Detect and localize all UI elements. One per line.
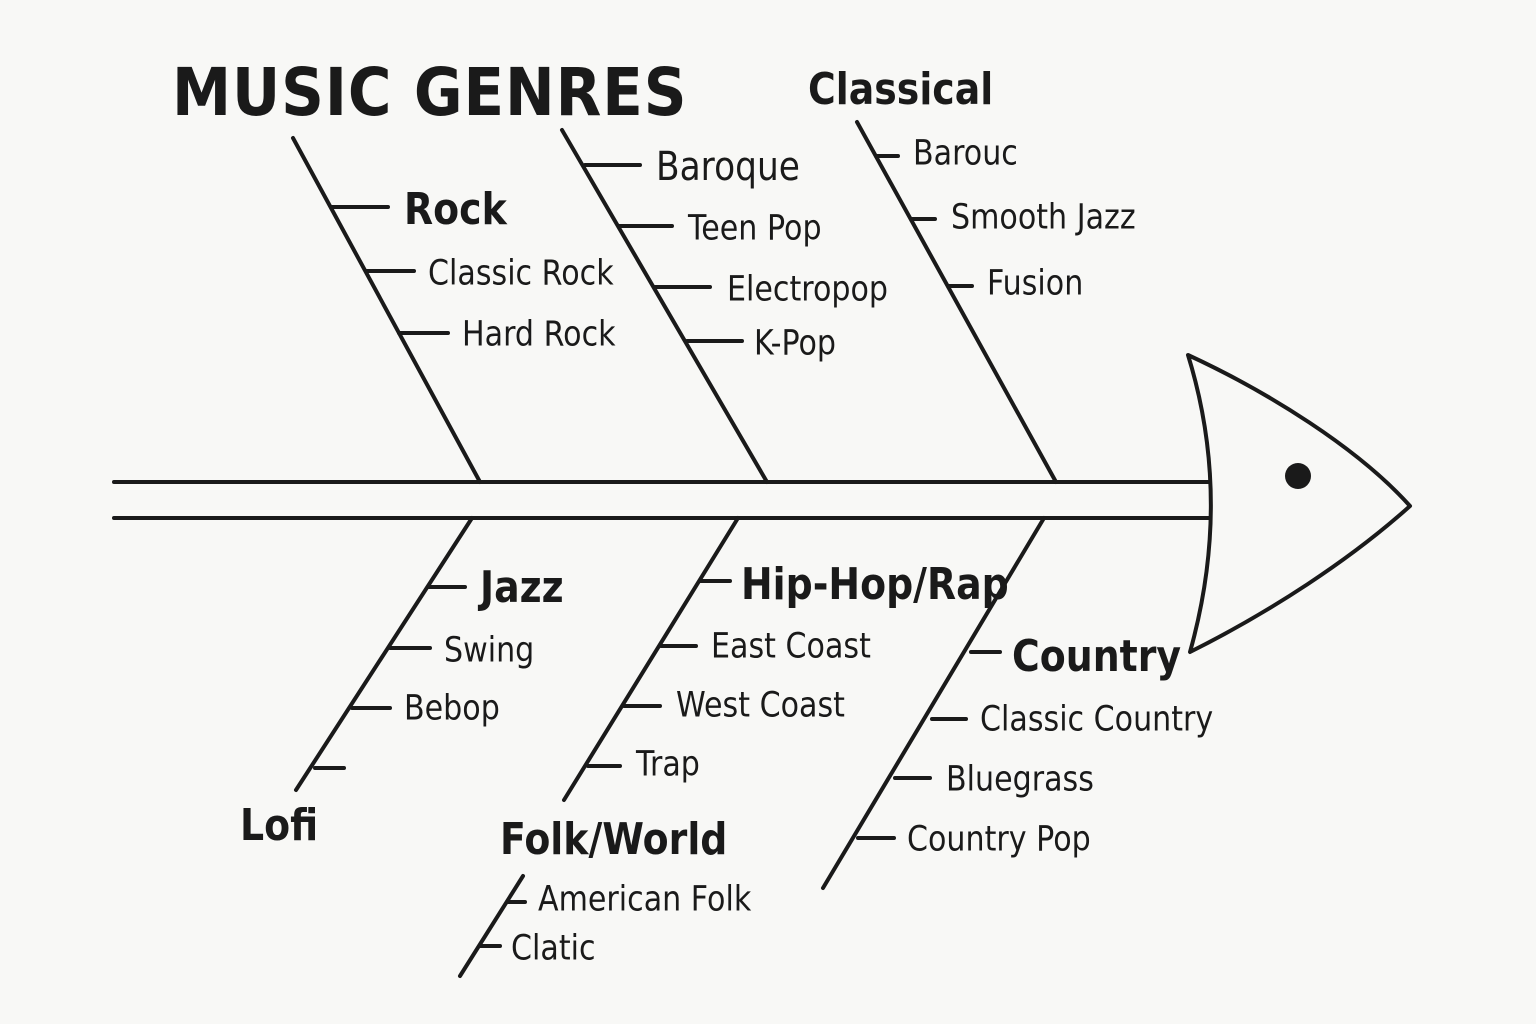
item-teen-pop: Teen Pop [688, 208, 822, 249]
category-label-classical: Classical [808, 64, 994, 115]
item-bebop: Bebop [404, 688, 500, 729]
item-bluegrass: Bluegrass [946, 759, 1094, 800]
fish-head [1186, 353, 1412, 654]
category-label-hiphop: Hip-Hop/Rap [741, 559, 1009, 610]
bone-classical [855, 120, 1058, 484]
category-label-rock: Rock [404, 184, 507, 235]
category-label-lofi: Lofi [240, 800, 319, 851]
item-smooth-jazz: Smooth Jazz [951, 197, 1136, 238]
item-classic-rock: Classic Rock [428, 253, 614, 294]
item-american-folk: American Folk [538, 879, 752, 920]
bone-pop [560, 128, 769, 484]
item-clatic: Clatic [511, 928, 596, 969]
bone-country [821, 516, 1046, 890]
diagram-title: MUSIC GENRES [172, 54, 688, 131]
bone-hiphop [562, 516, 740, 802]
fish-eye [1285, 463, 1311, 489]
item-hard-rock: Hard Rock [462, 314, 616, 355]
item-west-coast: West Coast [676, 685, 845, 726]
bone-jazz [294, 516, 474, 792]
item-fusion: Fusion [987, 263, 1084, 304]
bone-rock [291, 136, 482, 484]
item-trap: Trap [636, 744, 700, 785]
category-label-country: Country [1012, 631, 1182, 682]
item-swing: Swing [444, 630, 535, 671]
item-east-coast: East Coast [711, 626, 871, 667]
category-label-jazz: Jazz [480, 562, 564, 613]
item-classic-country: Classic Country [980, 699, 1214, 740]
item-barouc: Barouc [913, 133, 1018, 174]
item-country-pop: Country Pop [907, 819, 1091, 860]
item-electropop: Electropop [727, 269, 889, 310]
bone-folk [458, 874, 525, 978]
item-k-pop: K-Pop [754, 323, 837, 364]
category-label-folk: Folk/World [500, 814, 728, 865]
item-baroque: Baroque [656, 144, 800, 190]
